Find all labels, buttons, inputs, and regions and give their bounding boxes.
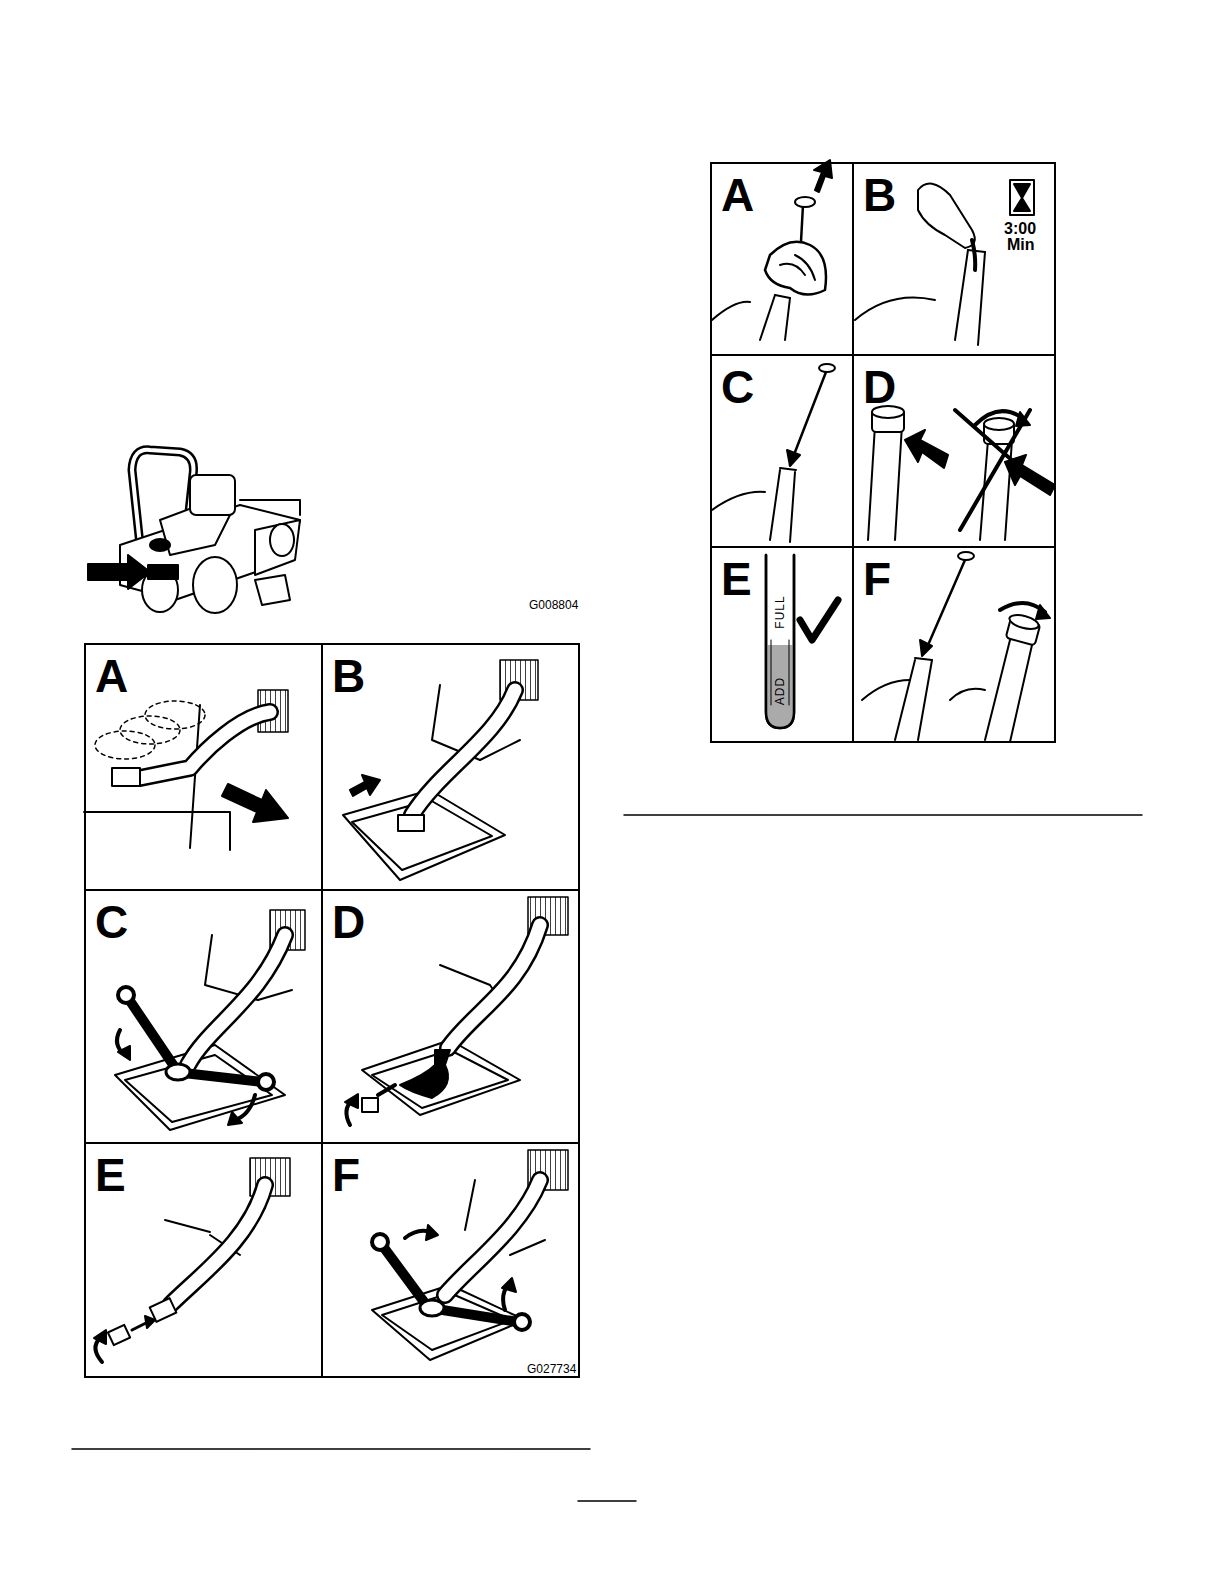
step-letter: D xyxy=(332,899,365,945)
step-letter: E xyxy=(95,1152,126,1198)
step-letter: C xyxy=(721,364,754,410)
step-panel: D xyxy=(852,354,1056,548)
step-panel: C xyxy=(710,354,854,548)
step-panel: F xyxy=(852,546,1056,743)
step-panel: B xyxy=(852,162,1056,356)
step-letter: C xyxy=(95,899,128,945)
dipstick-mark: FULL xyxy=(774,595,786,628)
step-letter: F xyxy=(332,1152,360,1198)
step-letter: A xyxy=(95,653,128,699)
step-panel: E xyxy=(710,546,854,743)
mower-figure xyxy=(88,450,300,613)
step-letter: D xyxy=(863,364,896,410)
step-letter: B xyxy=(332,653,365,699)
step-panel: A xyxy=(710,162,854,356)
step-letter: E xyxy=(721,556,752,602)
step-letter: F xyxy=(863,556,891,602)
step-panel: F xyxy=(321,1142,580,1378)
dipstick-mark: ADD xyxy=(774,677,786,705)
step-panel: E xyxy=(84,1142,323,1378)
step-letter: A xyxy=(721,172,754,218)
step-panel: A xyxy=(84,643,323,891)
step-panel: C xyxy=(84,889,323,1144)
step-panel: D xyxy=(321,889,580,1144)
figure-code: G027734 xyxy=(527,1363,576,1375)
timer-text: 3:00 xyxy=(1004,221,1036,237)
figure-code: G008804 xyxy=(529,599,578,611)
step-letter: B xyxy=(863,172,896,218)
step-panel: B xyxy=(321,643,580,891)
timer-text: Min xyxy=(1007,237,1035,253)
